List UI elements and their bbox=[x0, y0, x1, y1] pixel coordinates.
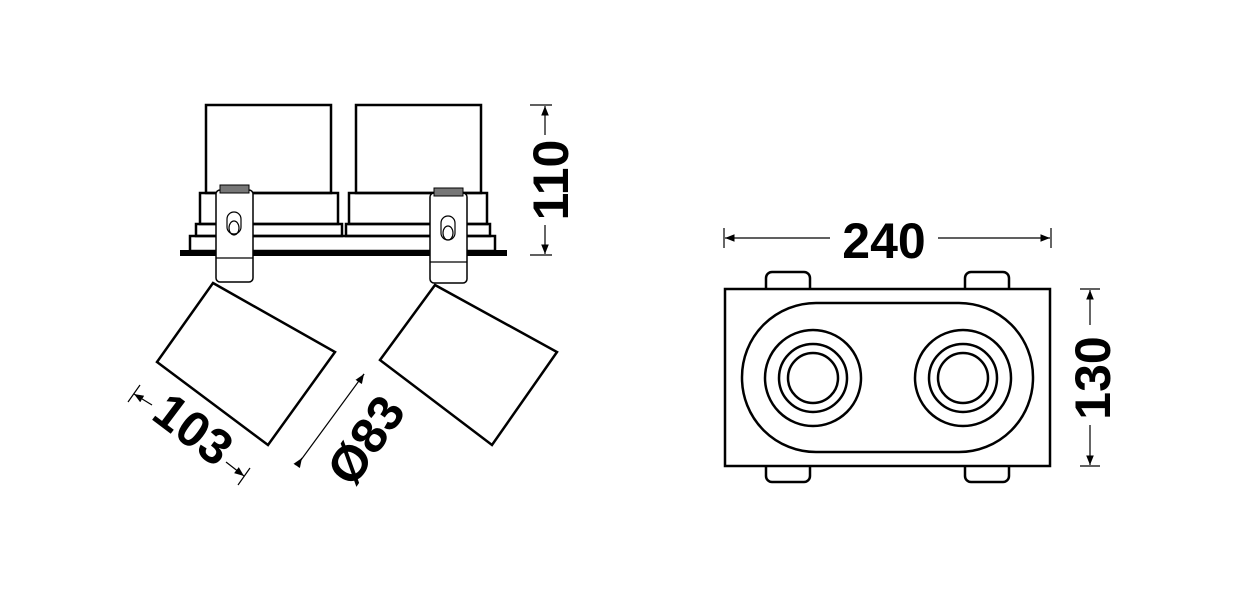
height-label: 110 bbox=[523, 140, 579, 221]
lamp-head-right bbox=[378, 283, 559, 447]
lamp-head-left bbox=[155, 281, 337, 447]
flange bbox=[180, 250, 507, 256]
depth-dimension: 130 bbox=[1065, 288, 1121, 467]
stadium-bezel bbox=[740, 301, 1035, 454]
length-dimension: 103 bbox=[127, 382, 251, 486]
side-view bbox=[155, 103, 559, 447]
depth-label: 130 bbox=[1065, 336, 1121, 419]
front-view bbox=[723, 270, 1052, 484]
lens-left bbox=[763, 328, 863, 428]
diameter-label: Ø83 bbox=[316, 385, 416, 495]
length-label: 103 bbox=[143, 382, 243, 477]
height-dimension: 110 bbox=[523, 104, 579, 256]
lens-right bbox=[913, 328, 1013, 428]
bracket-right bbox=[429, 187, 468, 284]
diameter-dimension: Ø83 bbox=[293, 373, 416, 495]
bracket-left bbox=[215, 184, 254, 283]
housing-left bbox=[204, 103, 333, 195]
width-label: 240 bbox=[842, 213, 925, 269]
width-dimension: 240 bbox=[723, 213, 1052, 269]
housing-right bbox=[354, 103, 483, 195]
